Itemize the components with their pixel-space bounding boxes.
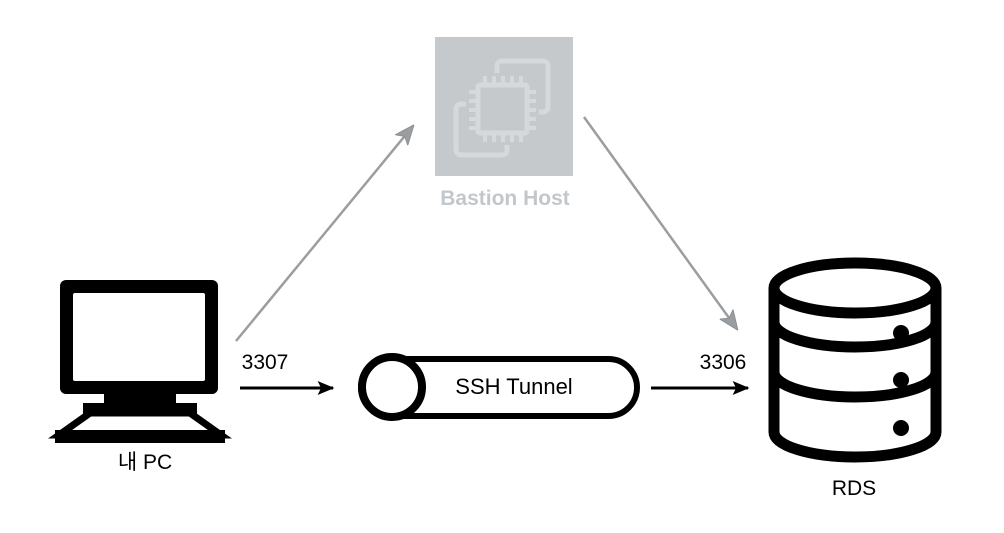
chip-pins (469, 76, 536, 142)
rds-label: RDS (831, 477, 877, 500)
db-dot-2 (893, 372, 909, 388)
db-dot-1 (893, 325, 909, 341)
db-dot-3 (893, 420, 909, 436)
db-top (768, 257, 942, 319)
monitor-neck (104, 393, 176, 406)
bastion-to-rds-arrow (582, 116, 737, 329)
tunnel-opening (358, 353, 426, 421)
pc-to-bastion-arrow (235, 126, 413, 342)
pipe-cylinder-shape (358, 353, 640, 421)
db-band-2 (768, 371, 942, 403)
desktop-computer-icon (48, 280, 232, 443)
pc-to-tunnel-port-label: 3307 (241, 351, 289, 374)
db-bottom (768, 431, 942, 463)
ssh-tunnel-label: SSH Tunnel (455, 374, 573, 399)
db-walls (768, 288, 942, 432)
monitor-screen (73, 293, 205, 381)
pc-label: 내 PC (117, 451, 173, 474)
chip-icon (435, 37, 573, 176)
keyboard-base-bar (55, 430, 225, 443)
tunnel-to-rds-port-label: 3306 (699, 351, 747, 374)
database-icon (768, 257, 942, 463)
chip-body (475, 82, 530, 136)
db-band-1 (768, 321, 942, 353)
bastion-host-label: Bastion Host (440, 187, 570, 210)
